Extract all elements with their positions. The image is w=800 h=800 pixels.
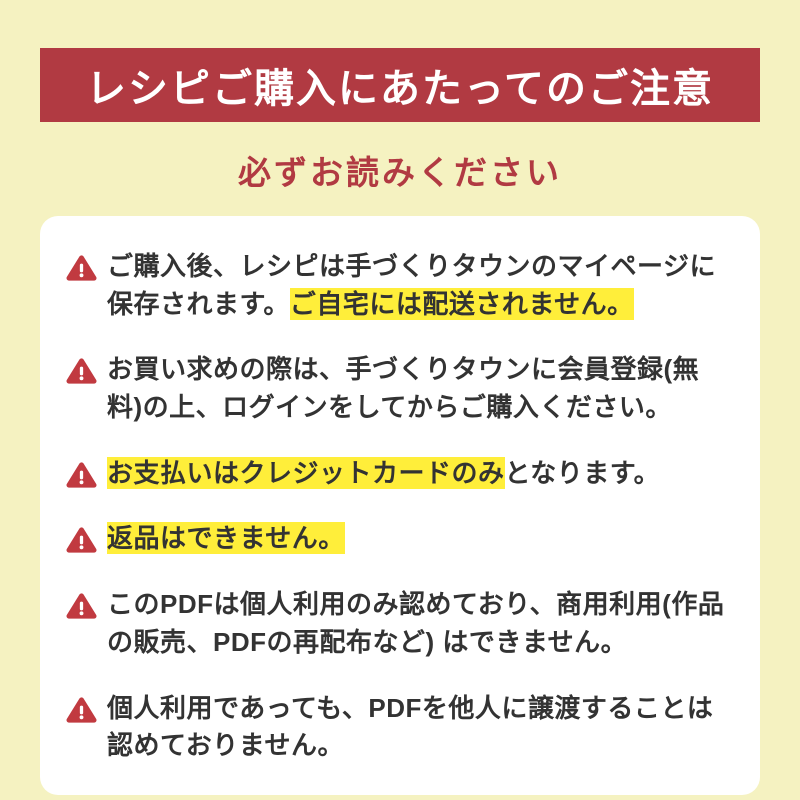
notice-text: ご購入後、レシピは手づくりタウンのマイページに保存されます。ご自宅には配送されま… [107, 248, 732, 323]
notice-item: 個人利用であっても、PDFを他人に譲渡することは認めておりません。 [66, 690, 732, 765]
notice-text: お買い求めの際は、手づくりタウンに会員登録(無料)の上、ログインをしてからご購入… [107, 351, 732, 426]
notice-item: お買い求めの際は、手づくりタウンに会員登録(無料)の上、ログインをしてからご購入… [66, 351, 732, 426]
notice-item: このPDFは個人利用のみ認めており、商用利用(作品の販売、PDFの再配布など) … [66, 586, 732, 661]
warning-triangle-icon [66, 252, 97, 283]
notice-item: ご購入後、レシピは手づくりタウンのマイページに保存されます。ご自宅には配送されま… [66, 248, 732, 323]
warning-triangle-icon [66, 590, 97, 621]
plain-text: お買い求めの際は、手づくりタウンに会員登録(無料)の上、ログインをしてからご購入… [107, 354, 700, 423]
page-title: レシピご購入にあたってのご注意 [86, 67, 714, 111]
title-banner: レシピご購入にあたってのご注意 [40, 48, 760, 122]
notice-text: このPDFは個人利用のみ認めており、商用利用(作品の販売、PDFの再配布など) … [107, 586, 732, 661]
plain-text: ご購入後、レシピは手づくりタウンのマイページに保存されます。 [107, 251, 716, 319]
warning-triangle-icon [66, 355, 97, 386]
notice-list: ご購入後、レシピは手づくりタウンのマイページに保存されます。ご自宅には配送されま… [66, 248, 732, 765]
highlighted-text: ご自宅には配送されません。 [289, 287, 634, 320]
notice-card: ご購入後、レシピは手づくりタウンのマイページに保存されます。ご自宅には配送されま… [40, 216, 760, 795]
notice-item: お支払いはクレジットカードのみとなります。 [66, 455, 732, 493]
plain-text: となります。 [504, 457, 661, 488]
plain-text: 個人利用であっても、PDFを他人に譲渡することは認めておりません。 [107, 692, 714, 761]
plain-text: このPDFは個人利用のみ認めており、商用利用(作品の販売、PDFの再配布など) … [107, 589, 725, 657]
notice-text: 個人利用であっても、PDFを他人に譲渡することは認めておりません。 [107, 690, 732, 765]
highlighted-text: 返品はできません。 [107, 522, 345, 555]
notice-text: 返品はできません。 [107, 520, 345, 558]
must-read-subtitle: 必ずお読みください [238, 154, 562, 191]
warning-triangle-icon [66, 459, 97, 490]
notice-item: 返品はできません。 [66, 520, 732, 558]
warning-triangle-icon [66, 524, 97, 555]
notice-text: お支払いはクレジットカードのみとなります。 [107, 455, 660, 493]
highlighted-text: お支払いはクレジットカードのみ [107, 456, 505, 489]
warning-triangle-icon [66, 694, 97, 725]
